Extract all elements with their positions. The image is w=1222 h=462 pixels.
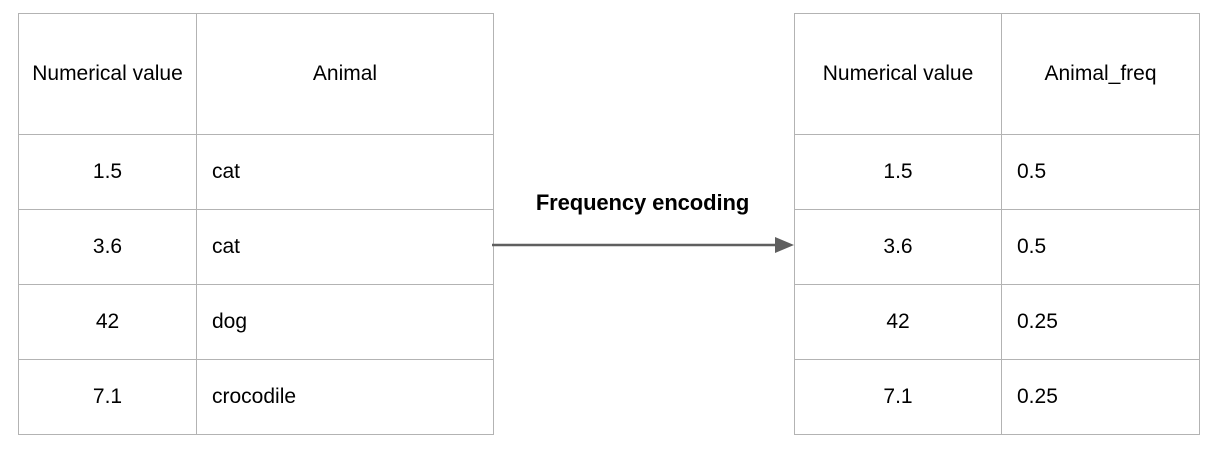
- table-row: 7.1 crocodile: [18, 359, 494, 435]
- cell-numerical-value: 3.6: [794, 209, 1002, 285]
- table-row: 42 0.25: [794, 284, 1200, 360]
- transform-annotation: Frequency encoding: [491, 190, 794, 262]
- cell-animal-freq: 0.5: [1001, 134, 1200, 210]
- table-row: 7.1 0.25: [794, 359, 1200, 435]
- table-row: 1.5 0.5: [794, 134, 1200, 210]
- table-row: 42 dog: [18, 284, 494, 360]
- encoded-table: Numerical value Animal_freq 1.5 0.5 3.6 …: [794, 13, 1200, 435]
- column-header-animal: Animal: [196, 13, 494, 135]
- table-row: 1.5 cat: [18, 134, 494, 210]
- cell-animal: cat: [196, 209, 494, 285]
- table-row: 3.6 0.5: [794, 209, 1200, 285]
- cell-animal-freq: 0.25: [1001, 284, 1200, 360]
- column-header-numerical-value: Numerical value: [794, 13, 1002, 135]
- right-arrow-icon: [492, 237, 794, 253]
- transform-label: Frequency encoding: [535, 190, 750, 215]
- cell-animal: crocodile: [196, 359, 494, 435]
- cell-numerical-value: 1.5: [18, 134, 197, 210]
- cell-animal-freq: 0.25: [1001, 359, 1200, 435]
- cell-numerical-value: 7.1: [794, 359, 1002, 435]
- cell-numerical-value: 7.1: [18, 359, 197, 435]
- cell-animal: dog: [196, 284, 494, 360]
- table-header-row: Numerical value Animal_freq: [794, 13, 1200, 135]
- cell-numerical-value: 1.5: [794, 134, 1002, 210]
- column-header-animal-freq: Animal_freq: [1001, 13, 1200, 135]
- cell-animal-freq: 0.5: [1001, 209, 1200, 285]
- table-row: 3.6 cat: [18, 209, 494, 285]
- cell-animal: cat: [196, 134, 494, 210]
- source-table: Numerical value Animal 1.5 cat 3.6 cat 4…: [18, 13, 494, 435]
- column-header-numerical-value: Numerical value: [18, 13, 197, 135]
- cell-numerical-value: 42: [794, 284, 1002, 360]
- cell-numerical-value: 3.6: [18, 209, 197, 285]
- cell-numerical-value: 42: [18, 284, 197, 360]
- table-header-row: Numerical value Animal: [18, 13, 494, 135]
